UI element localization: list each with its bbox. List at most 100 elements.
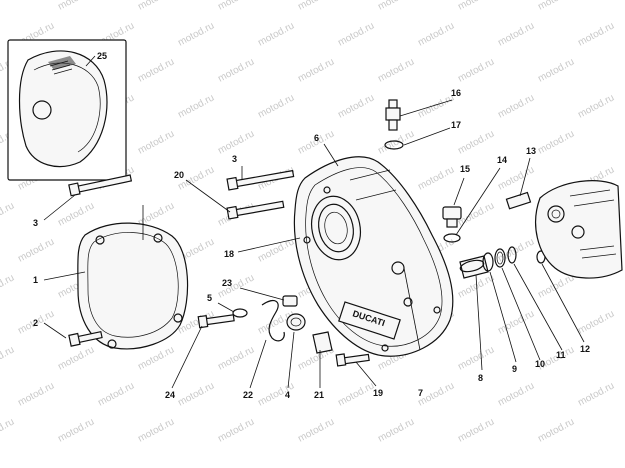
shaft-bushing [459, 255, 489, 279]
bolt-left-upper [68, 174, 133, 197]
watermark-text: motod.ru [496, 164, 536, 192]
callout-6: 6 [314, 133, 319, 143]
flat-washer [232, 308, 248, 318]
callout-25: 25 [97, 51, 107, 61]
watermark-text: motod.ru [136, 344, 176, 372]
watermark-text: motod.ru [136, 0, 176, 13]
o-ring-plug [443, 233, 461, 243]
leader-lines [43, 55, 585, 389]
watermark-text: motod.ru [0, 416, 16, 444]
watermark-text: motod.ru [216, 128, 256, 156]
watermark-text: motod.ru [216, 416, 256, 444]
watermark-text: motod.ru [496, 308, 536, 336]
watermark-text: motod.ru [496, 380, 536, 408]
callout-7: 7 [418, 388, 423, 398]
callout-14: 14 [497, 155, 507, 165]
oil-pressure-sensor [385, 99, 401, 131]
bolt-lower-center [335, 353, 370, 367]
watermark-text: motod.ru [256, 380, 296, 408]
callout-24: 24 [165, 390, 175, 400]
callout-1: 1 [33, 275, 38, 285]
callout-5: 5 [207, 293, 212, 303]
watermark-text: motod.ru [56, 416, 96, 444]
watermark-text: motod.ru [176, 20, 216, 48]
callout-17: 17 [451, 120, 461, 130]
watermark-text: motod.ru [336, 92, 376, 120]
callout-labels: 1 2 3 3 4 5 6 7 8 9 10 11 12 13 14 15 16… [33, 51, 590, 400]
watermark-text: motod.ru [576, 92, 616, 120]
watermark-text: motod.ru [16, 380, 56, 408]
bolt-center-short [226, 200, 285, 220]
watermark-text: motod.ru [296, 56, 336, 84]
watermark-text: motod.ru [256, 236, 296, 264]
watermark-text: motod.ru [56, 344, 96, 372]
callout-15: 15 [460, 164, 470, 174]
spacer-bush [282, 295, 298, 307]
watermark-text: motod.ru [0, 344, 16, 372]
watermark-text: motod.ru [456, 128, 496, 156]
callout-21: 21 [314, 390, 324, 400]
watermark-text: motod.ru [376, 56, 416, 84]
spring-clip [261, 300, 285, 342]
inset-box-clutch-cover-alt [7, 39, 127, 181]
watermark-text: motod.ru [416, 20, 456, 48]
callout-2: 2 [33, 318, 38, 328]
callout-12: 12 [580, 344, 590, 354]
callout-16: 16 [451, 88, 461, 98]
watermark-text: motod.ru [136, 128, 176, 156]
watermark-text: motod.ru [456, 344, 496, 372]
oil-seal [286, 313, 306, 331]
watermark-text: motod.ru [296, 416, 336, 444]
callout-4: 4 [285, 390, 290, 400]
watermark-text: motod.ru [56, 200, 96, 228]
oil-filler-plug [442, 206, 462, 228]
callout-3-left: 3 [33, 218, 38, 228]
callout-20: 20 [174, 170, 184, 180]
watermark-text: motod.ru [456, 56, 496, 84]
callout-19: 19 [373, 388, 383, 398]
watermark-text: motod.ru [456, 0, 496, 13]
watermark-text: motod.ru [56, 0, 96, 13]
watermark-text: motod.ru [576, 20, 616, 48]
crankcase-cover-main: DUCATI [293, 156, 454, 357]
inspection-gasket [312, 331, 333, 354]
clutch-cover-outer [77, 205, 189, 350]
circlip [507, 246, 517, 264]
callout-9: 9 [512, 364, 517, 374]
watermark-text: motod.ru [336, 20, 376, 48]
bolt-lower-left [197, 314, 235, 329]
engine-casing-fragment [535, 180, 623, 279]
callout-22: 22 [243, 390, 253, 400]
seal-ring [494, 248, 506, 268]
spacer-ring [482, 252, 494, 272]
watermark-text: motod.ru [416, 164, 456, 192]
watermark-text: motod.ru [536, 272, 576, 300]
watermark-text: motod.ru [0, 272, 16, 300]
watermark-text: motod.ru [96, 380, 136, 408]
watermark-text: motod.ru [136, 56, 176, 84]
watermark-text: motod.ru [376, 0, 416, 13]
callout-11: 11 [556, 350, 566, 360]
sealing-washer-sensor [384, 140, 404, 150]
callout-3-center: 3 [232, 154, 237, 164]
watermark-text: motod.ru [176, 92, 216, 120]
watermark-text: motod.ru [536, 56, 576, 84]
watermark-text: motod.ru [496, 92, 536, 120]
watermark-text: motod.ru [16, 236, 56, 264]
callout-8: 8 [478, 373, 483, 383]
watermark-text: motod.ru [176, 380, 216, 408]
watermark-text: motod.ru [576, 380, 616, 408]
watermark-text: motod.ru [536, 128, 576, 156]
pin-sleeve [505, 191, 532, 210]
bolt-center-long [226, 169, 295, 191]
watermark-text: motod.ru [216, 344, 256, 372]
watermark-text: motod.ru [536, 0, 576, 13]
bolt-left-lower [68, 330, 103, 347]
watermark-text: motod.ru [216, 56, 256, 84]
watermark-text: motod.ru [336, 380, 376, 408]
watermark-text: motod.ru [376, 416, 416, 444]
watermark-text: motod.ru [256, 92, 296, 120]
watermark-text: motod.ru [296, 0, 336, 13]
watermark-text: motod.ru [0, 200, 16, 228]
